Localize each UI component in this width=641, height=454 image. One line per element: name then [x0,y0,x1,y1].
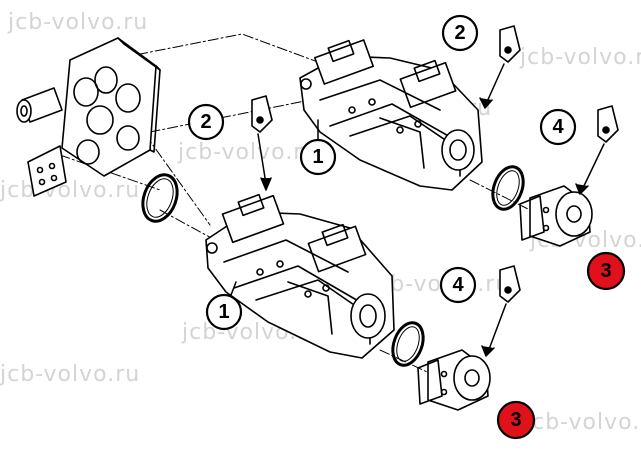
leader-lines [225,63,605,357]
callout-circle [205,293,243,331]
callout: 1 [205,293,243,331]
callout-label: 4 [552,116,564,138]
callout-label: 3 [600,260,611,282]
callout-label: 3 [510,409,521,431]
o-ring [391,321,425,367]
callout-circle [187,103,225,141]
callout: 3 [496,400,536,440]
callout-label: 2 [200,111,211,133]
spec-tag [499,25,521,63]
callout-label: 1 [312,146,323,168]
spec-tag [251,95,273,133]
spec-tag [499,265,521,303]
callout: 4 [439,266,477,304]
callout-circle [299,138,337,176]
tandem-pump [205,193,395,359]
callout: 2 [441,14,479,52]
callout-circle [441,14,479,52]
callout-circle [539,108,577,146]
callout-circle [439,266,477,304]
callout: 4 [539,108,577,146]
watermark: jcb-volvo.ru [0,178,141,203]
callout: 2 [187,103,225,141]
callout-circle [496,400,536,440]
gear-pump [519,185,593,247]
callout-label: 1 [218,301,229,323]
o-ring [491,165,525,211]
gear-pump [417,349,491,411]
watermark: jcb-volvo.ru [8,10,149,35]
callout-label: 4 [452,274,464,296]
callout: 3 [586,251,626,291]
watermark: jcb-volvo.ru [0,362,141,387]
spec-tag [597,105,619,143]
callout-circle [586,251,626,291]
watermark: jcb-volvo.ru [525,410,641,435]
o-ring [141,173,179,223]
valve-block [16,37,161,197]
watermark: jcb-volvo.ru [178,140,319,165]
callout: 1 [299,138,337,176]
watermark: jcb-volvo.ru [520,45,641,70]
callout-label: 2 [454,22,465,44]
tandem-pump [299,39,483,191]
